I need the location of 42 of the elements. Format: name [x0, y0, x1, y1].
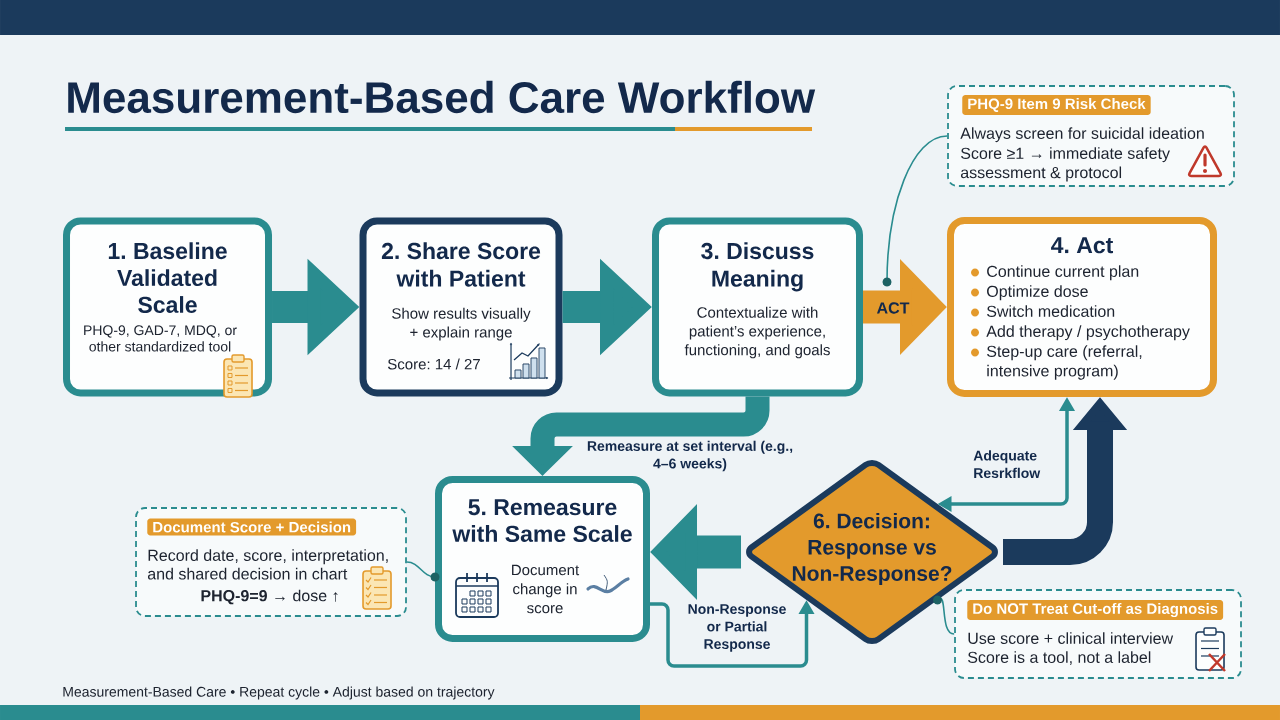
step-description: Show results visually + explain range	[392, 307, 531, 341]
step-box	[63, 217, 272, 398]
list-item: Switch medication	[987, 305, 1115, 317]
edge-label: Remeasure at set interval (e.g., 4–6 weeks)	[587, 440, 793, 472]
list-item: Step-up care (referral, intensive program)	[987, 345, 1142, 380]
callout-heading: Document Score + Decision	[147, 518, 357, 536]
callout-text: PHQ-9=9 → dose ↑	[201, 589, 338, 605]
step-title: 5. Remeasure with Same Scale	[452, 499, 632, 542]
callout-heading: PHQ-9 Item 9 Risk Check	[962, 95, 1151, 115]
step-description: PHQ-9, GAD-7, MDQ, or other standardized tool	[84, 325, 237, 352]
step-box	[947, 217, 1217, 397]
step-box	[359, 217, 563, 397]
edge-label: Adequate Resrkflow	[973, 450, 1041, 479]
list-item: Continue current plan	[987, 265, 1139, 281]
step-description: Document change in score	[512, 564, 580, 614]
edge-label: ACT	[874, 300, 912, 316]
callout-box	[954, 589, 1242, 679]
step-title: 1. Baseline Validated Scale	[108, 242, 227, 313]
callout-text: Always screen for suicidal ideation	[960, 127, 1204, 143]
step-description: Contextualize with patient’s experience, functioning, and goals	[684, 306, 830, 359]
decision-text: 6. Decision: Response vs Non-Response?	[792, 512, 952, 585]
step-box	[435, 476, 650, 642]
leader-line	[406, 561, 440, 582]
leader-line	[882, 135, 948, 287]
step-title: 4. Act	[1051, 237, 1113, 254]
step-title: 3. Discuss Meaning	[701, 242, 814, 292]
list-item: Optimize dose	[987, 285, 1088, 301]
callout-box	[135, 507, 407, 617]
score-text: Score: 14 / 27	[387, 358, 480, 370]
footer-note: Measurement-Based Care • Repeat cycle • Adjust based on trajectory	[63, 686, 495, 700]
callout-text: Use score + clinical interview	[968, 632, 1174, 644]
list-item: Add therapy / psychotherapy	[986, 325, 1190, 341]
callout-text: Score ≥1 → immediate safety assessment & protocol	[960, 147, 1170, 182]
step-box	[652, 217, 863, 397]
callout-text: Record date, score, interpretation, and shared decision in chart	[147, 549, 388, 580]
step-title: 2. Share Score with Patient	[381, 242, 541, 287]
callout-text: Score is a tool, not a label	[968, 651, 1151, 665]
title: Measurement-Based Care Workflow	[68, 80, 816, 114]
callout-box	[947, 85, 1235, 187]
callout-heading: Do NOT Treat Cut-off as Diagnosis	[967, 599, 1224, 620]
leader-line	[933, 595, 955, 635]
edge-label: Non-Response or Partial Response	[688, 604, 786, 652]
